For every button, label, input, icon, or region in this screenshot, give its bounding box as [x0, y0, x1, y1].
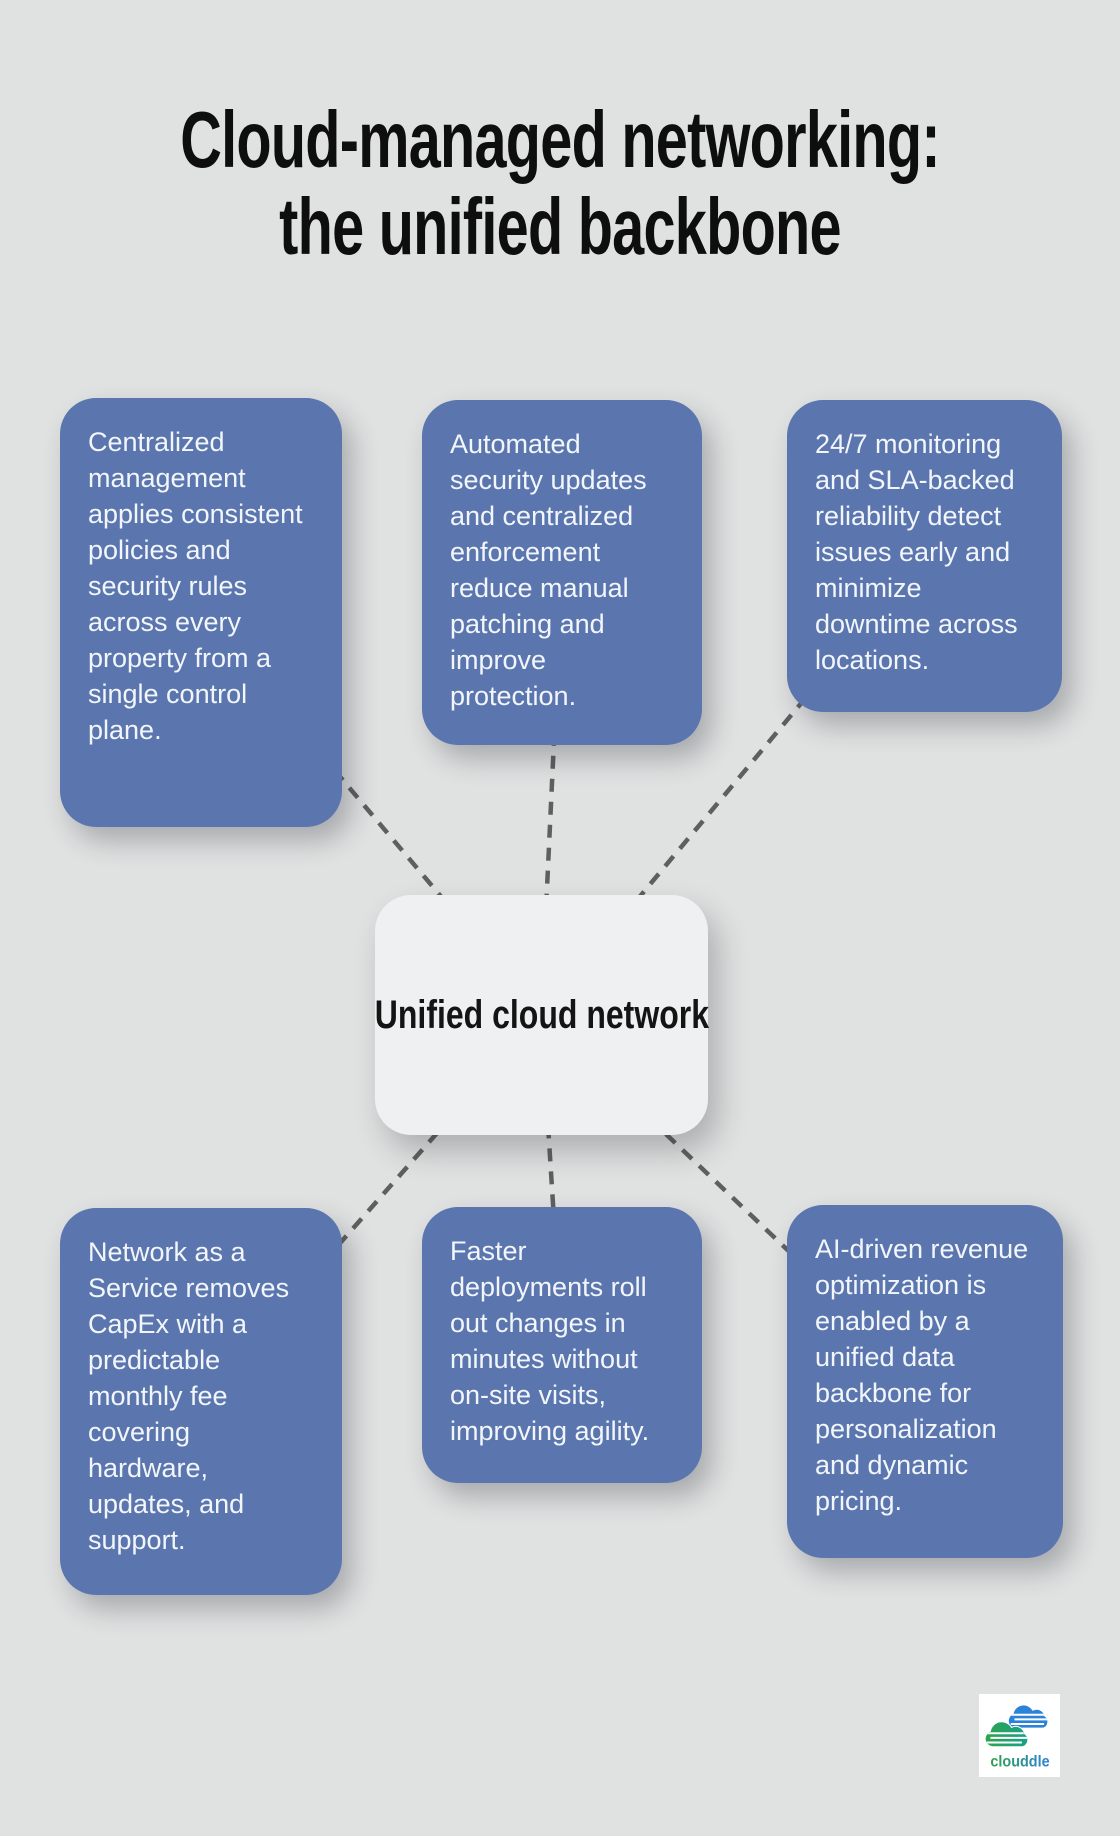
clouddle-logo: clouddle	[979, 1694, 1060, 1777]
center-node-label: Unified cloud network	[374, 992, 709, 1037]
node-automated-security-text: Automated security updates and centraliz…	[450, 429, 647, 711]
node-centralized-management-text: Centralized management applies consisten…	[88, 427, 303, 745]
clouddle-logo-graphic: clouddle	[984, 1704, 1049, 1770]
page-title-line1: Cloud-managed networking:	[180, 95, 940, 184]
clouddle-logo-text: clouddle	[990, 1753, 1049, 1770]
node-automated-security: Automated security updates and centraliz…	[422, 400, 702, 745]
connector-line-bottom-left	[199, 1013, 543, 1403]
node-network-as-a-service: Network as a Service removes CapEx with …	[60, 1208, 342, 1595]
node-faster-deployments: Faster deployments roll out changes in m…	[422, 1207, 702, 1483]
cloud-icon-blue	[1008, 1704, 1047, 1728]
node-monitoring-reliability-text: 24/7 monitoring and SLA-backed reliabili…	[815, 429, 1018, 675]
page-title: Cloud-managed networking: the unified ba…	[157, 96, 963, 270]
node-network-as-a-service-text: Network as a Service removes CapEx with …	[88, 1237, 290, 1555]
node-ai-revenue-optimization-text: AI-driven revenue optimization is enable…	[815, 1234, 1029, 1516]
cloud-icon-teal	[984, 1720, 1028, 1747]
node-ai-revenue-optimization: AI-driven revenue optimization is enable…	[787, 1205, 1063, 1558]
node-monitoring-reliability: 24/7 monitoring and SLA-backed reliabili…	[787, 400, 1062, 712]
node-faster-deployments-text: Faster deployments roll out changes in m…	[450, 1236, 650, 1446]
page-title-line2: the unified backbone	[279, 182, 841, 271]
center-node: Unified cloud network	[374, 895, 709, 1135]
node-centralized-management: Centralized management applies consisten…	[60, 398, 342, 827]
